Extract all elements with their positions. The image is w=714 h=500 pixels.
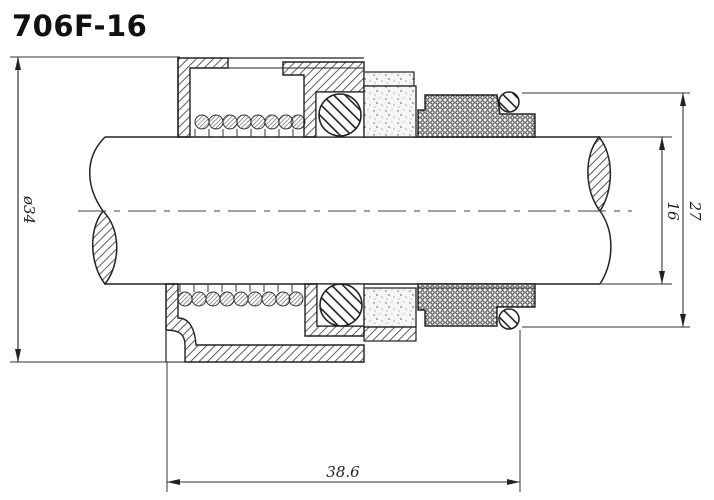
dimension-shaft-diameter: 16 — [600, 136, 682, 285]
dim-label-seat: 27 — [686, 200, 704, 221]
stationary-seat — [417, 94, 536, 138]
spring-housing-lower — [165, 283, 365, 363]
dim-label-od: ø34 — [20, 195, 38, 224]
bellows-oring — [318, 93, 362, 137]
dimension-length: 38.6 — [166, 330, 521, 492]
seat-oring — [498, 91, 520, 113]
dim-label-length: 38.6 — [326, 463, 360, 481]
seal-lower-half — [165, 283, 690, 363]
spring-upper — [194, 114, 306, 137]
seal-upper-half — [177, 57, 690, 138]
rotating-face — [363, 85, 417, 138]
dimension-outer-diameter: ø34 — [10, 56, 180, 363]
dimension-seat-diameter: 27 — [680, 93, 704, 327]
dim-label-shaft: 16 — [664, 201, 682, 221]
shaft — [78, 135, 632, 286]
part-number-title: 706F-16 — [12, 9, 148, 43]
spring-lower — [177, 284, 304, 307]
